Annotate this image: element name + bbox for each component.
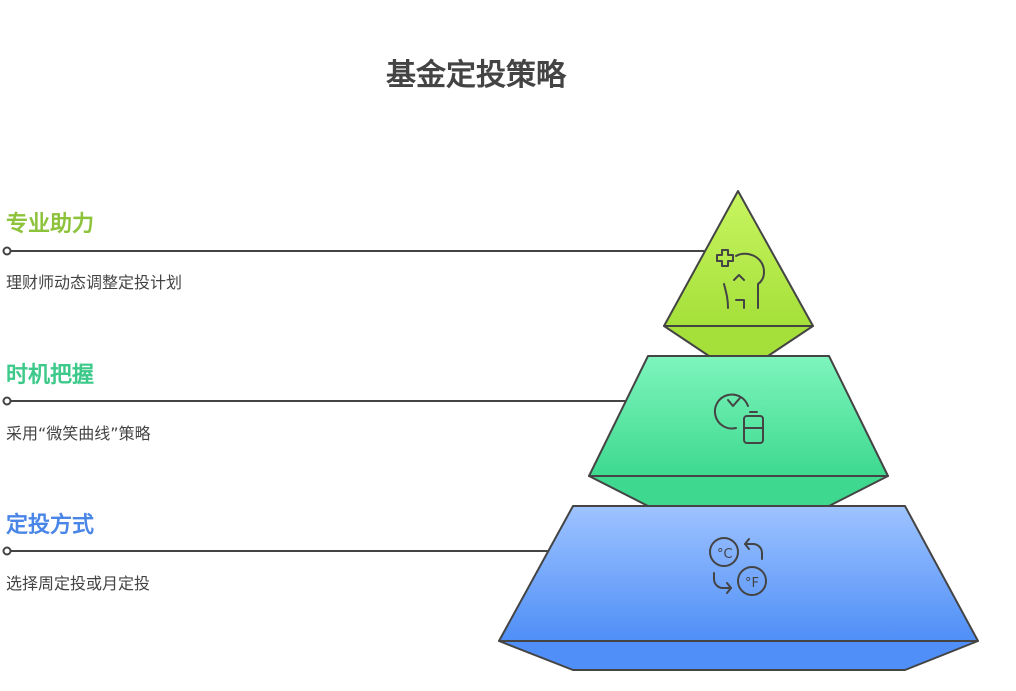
- level-1-heading: 专业助力: [6, 212, 95, 237]
- connector-line-3: [2, 546, 548, 556]
- connector-line-2: [2, 396, 628, 406]
- pyramid-tier-3: [498, 505, 979, 671]
- svg-text:°F: °F: [745, 576, 759, 591]
- level-2-description: 采用“微笑曲线”策略: [6, 424, 151, 443]
- clock-battery-icon: [713, 393, 764, 444]
- temperature-convert-icon: °C °F: [709, 537, 767, 596]
- page-title: 基金定投策略: [386, 58, 566, 93]
- level-3-description: 选择周定投或月定投: [6, 574, 151, 593]
- connector-line-1: [2, 246, 705, 256]
- pyramid-tier-2: [588, 355, 889, 507]
- level-3-heading: 定投方式: [6, 513, 95, 538]
- level-1-description: 理财师动态调整定投计划: [6, 273, 183, 292]
- pyramid-tier-1: [663, 190, 814, 357]
- medical-head-icon: [716, 249, 765, 309]
- level-2-heading: 时机把握: [6, 363, 95, 388]
- svg-text:°C: °C: [717, 547, 733, 562]
